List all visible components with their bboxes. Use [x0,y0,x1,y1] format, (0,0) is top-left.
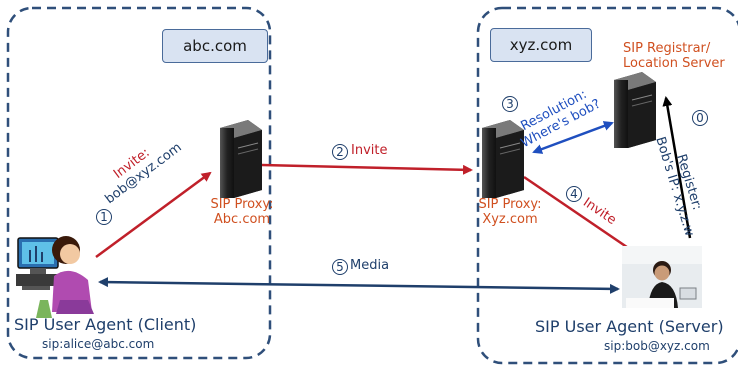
arrow-invite-4 [523,175,642,258]
registrar-line1: SIP Registrar/ [623,41,711,56]
arrow-resolution [532,121,614,154]
step-2-label: Invite [351,143,388,158]
proxy-xyz-line1: SIP Proxy: [478,197,542,212]
server-icon-registrar [614,72,656,148]
arrow-media [98,277,620,294]
server-icon-proxy-xyz [482,120,524,198]
domain-boundary-right [476,6,738,365]
arrow-invite-1 [95,171,212,259]
client-uri: sip:alice@abc.com [42,337,155,351]
registrar-label: SIP Registrar/ Location Server [623,41,725,72]
proxy-abc-label: SIP Proxy: Abc.com [206,197,278,228]
server-icon-proxy-abc [220,120,262,198]
step-0-badge: 0 [692,110,708,126]
domain-label-xyz: xyz.com [490,28,592,62]
proxy-xyz-line2: Xyz.com [482,211,538,227]
step-1-badge: 1 [96,209,112,225]
proxy-abc-line2: Abc.com [213,211,271,227]
arrow-register [662,96,692,239]
step-2-badge: 2 [332,144,348,160]
domain-label-abc: abc.com [162,29,268,63]
registrar-line2: Location Server [623,55,725,71]
server-title: SIP User Agent (Server) [535,317,724,336]
domain-boundary-left [6,6,272,360]
client-title: SIP User Agent (Client) [14,315,197,334]
arrow-invite-2 [261,163,473,175]
step-4-badge: 4 [566,186,582,202]
client-user-icon [16,236,94,318]
step-3-badge: 3 [502,96,518,112]
proxy-xyz-label: SIP Proxy: Xyz.com [474,197,546,228]
proxy-abc-line1: SIP Proxy: [210,197,274,212]
step-5-badge: 5 [332,259,348,275]
step-5-label: Media [350,258,390,273]
server-user-photo [622,246,702,308]
server-uri: sip:bob@xyz.com [604,339,710,353]
